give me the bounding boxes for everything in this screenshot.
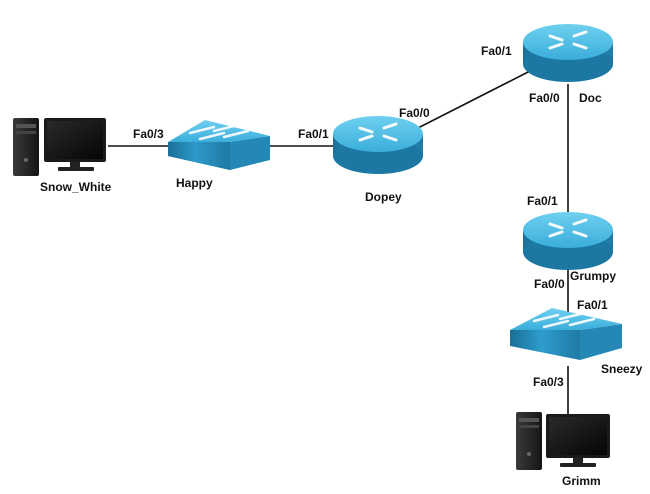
port-label-sneezy-fa0-1: Fa0/1 [577, 298, 608, 312]
device-label-snow-white: Snow_White [40, 180, 112, 194]
port-label-sneezy-fa0-3: Fa0/3 [533, 375, 564, 389]
link-dopey-doc [417, 69, 533, 129]
device-label-grumpy: Grumpy [570, 269, 616, 283]
router-icon [523, 24, 613, 82]
router-icon [333, 116, 423, 174]
device-label-sneezy: Sneezy [601, 362, 643, 376]
router-doc[interactable] [523, 24, 613, 82]
pc-grimm[interactable] [516, 412, 610, 470]
router-dopey[interactable] [333, 116, 423, 174]
switch-icon [168, 120, 270, 170]
switch-happy[interactable] [168, 120, 270, 170]
port-label-doc-fa0-1: Fa0/1 [481, 44, 512, 58]
device-label-dopey: Dopey [365, 190, 402, 204]
port-label-grumpy-fa0-1: Fa0/1 [527, 194, 558, 208]
pc-icon [516, 412, 610, 470]
port-label-doc-fa0-0: Fa0/0 [529, 91, 560, 105]
port-label-happy-fa0-3: Fa0/3 [133, 127, 164, 141]
port-label-grumpy-fa0-0: Fa0/0 [534, 277, 565, 291]
device-label-doc: Doc [579, 91, 602, 105]
router-icon [523, 212, 613, 270]
device-label-grimm: Grimm [562, 474, 601, 488]
port-label-dopey-fa0-1: Fa0/1 [298, 127, 329, 141]
port-label-dopey-fa0-0: Fa0/0 [399, 106, 430, 120]
device-label-happy: Happy [176, 176, 213, 190]
switch-sneezy[interactable] [510, 308, 622, 360]
router-grumpy[interactable] [523, 212, 613, 270]
pc-icon [13, 118, 106, 176]
pc-snow-white[interactable] [13, 118, 106, 176]
switch-icon [510, 308, 622, 360]
